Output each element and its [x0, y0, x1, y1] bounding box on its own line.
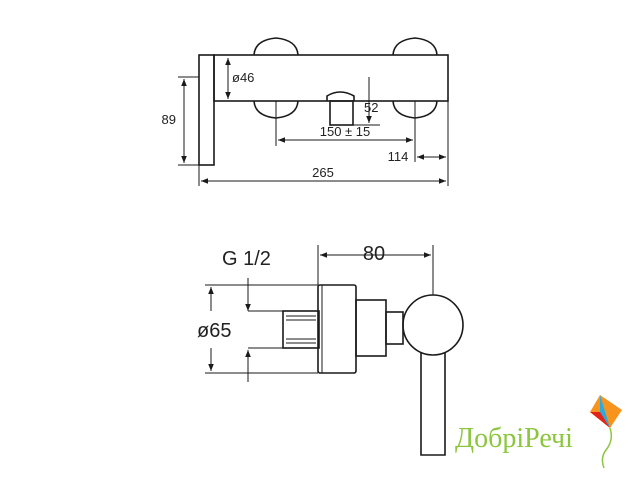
dim-diameter-46: ø46	[232, 70, 254, 85]
dim-diameter-65: ø65	[197, 320, 231, 342]
right-upper-connector	[392, 37, 438, 56]
centre-outlet	[329, 100, 354, 126]
centre-outlet-cap	[326, 91, 355, 101]
lever	[420, 353, 446, 456]
dim-spacing-150: 150 ± 15	[320, 124, 371, 139]
mixer-cylinder	[402, 294, 464, 356]
threaded-inlet	[282, 310, 320, 349]
thread-lines	[286, 315, 316, 344]
brand-logo: ДобріРечі	[455, 395, 622, 469]
dim-depth-80: 80	[363, 243, 385, 265]
left-upper-connector	[253, 37, 299, 56]
dim-width-265: 265	[312, 165, 334, 180]
side-view: G 1/2 ø65 80	[197, 243, 464, 456]
dim-114: 114	[388, 149, 409, 164]
wall-plate	[198, 54, 215, 166]
dim-thread-g12: G 1/2	[222, 248, 271, 270]
dim-52: 52	[364, 100, 378, 115]
top-view: ø46 89 52 150 ± 15 114 265	[162, 37, 449, 186]
connector-body	[355, 299, 387, 357]
kite-icon	[590, 395, 622, 469]
dim-height-89: 89	[162, 112, 176, 127]
logo-text: ДобріРечі	[455, 423, 573, 454]
connector-neck	[385, 311, 404, 345]
wall-flange	[317, 284, 357, 374]
